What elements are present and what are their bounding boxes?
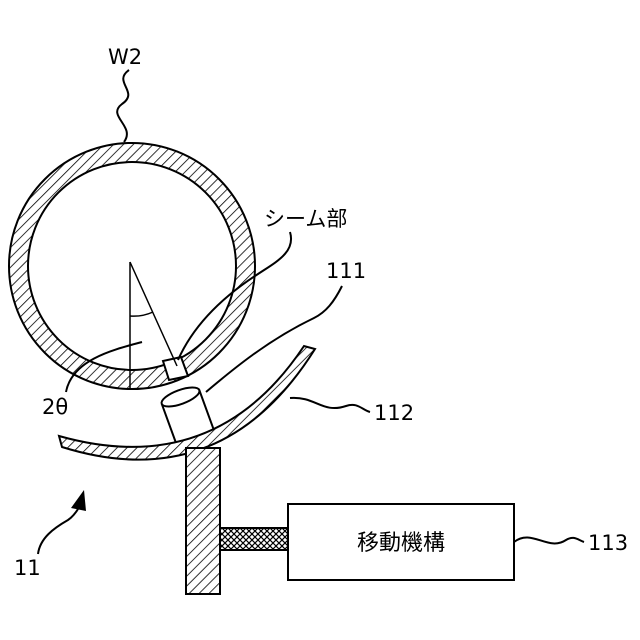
device-arrowhead [71, 490, 86, 511]
center-slant-line [130, 262, 177, 366]
leader-112 [290, 398, 370, 412]
label-11: 11 [14, 556, 41, 580]
angle-arc [130, 312, 153, 316]
label-seam: シーム部 [264, 207, 347, 231]
label-angle: 2θ [42, 395, 68, 419]
leader-w2 [117, 70, 129, 142]
label-112: 112 [374, 401, 414, 425]
leader-device [38, 502, 82, 554]
label-113: 113 [588, 531, 628, 555]
connecting-rod [220, 528, 288, 550]
label-111: 111 [326, 259, 366, 283]
label-w2: W2 [108, 45, 142, 69]
support-post [186, 448, 220, 594]
leader-113 [514, 537, 584, 543]
mechanism-box-text: 移動機構 [357, 531, 445, 556]
